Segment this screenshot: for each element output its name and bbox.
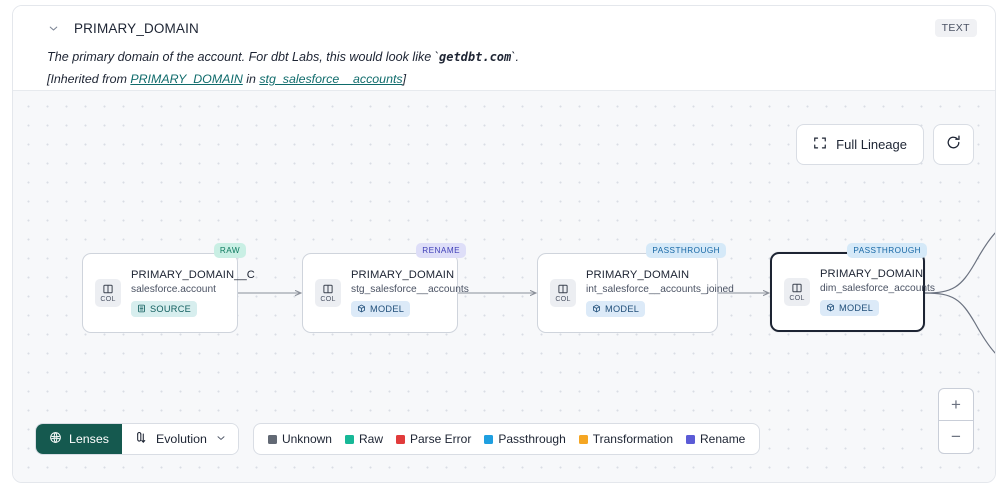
lineage-node-tag: PASSTHROUGH [847, 243, 927, 258]
legend-label: Unknown [281, 432, 332, 446]
column-icon [102, 283, 114, 295]
panel-header: PRIMARY_DOMAIN TEXT The primary domain o… [13, 6, 995, 90]
lineage-node-badge-label: SOURCE [150, 304, 192, 314]
lineage-node-badge-label: MODEL [839, 303, 874, 313]
lineage-node-badge: MODEL [820, 300, 880, 316]
lineage-node[interactable]: RENAME COL PRIMARY_DOMAIN stg_salesforce… [302, 243, 469, 333]
inherited-column-link[interactable]: PRIMARY_DOMAIN [130, 72, 243, 86]
column-icon [322, 283, 334, 295]
zoom-in-button[interactable]: + [939, 389, 973, 421]
legend-item[interactable]: Passthrough [484, 432, 566, 446]
evolution-label: Evolution [155, 432, 207, 446]
legend-label: Transformation [592, 432, 673, 446]
lineage-node-title: PRIMARY_DOMAIN__C [131, 269, 255, 281]
legend-swatch [578, 434, 588, 444]
lineage-node[interactable]: RAW COL PRIMARY_DOMAIN__C salesforce.acc… [82, 243, 255, 333]
legend-swatch [267, 434, 277, 444]
canvas-top-controls: Full Lineage [796, 124, 974, 165]
column-chip: COL [95, 279, 121, 307]
legend-swatch [396, 434, 405, 444]
chevron-down-icon [215, 432, 227, 447]
lineage-canvas[interactable]: Full Lineage RAW [13, 90, 995, 482]
cube-icon [826, 303, 835, 314]
legend-swatch [344, 434, 354, 444]
expand-icon [813, 136, 827, 153]
inherited-model-link[interactable]: stg_salesforce__accounts [259, 72, 403, 86]
legend-swatch [484, 434, 494, 444]
legend-swatch [686, 434, 695, 444]
inherited-from-line: [Inherited from PRIMARY_DOMAIN in stg_sa… [47, 71, 977, 88]
legend-item[interactable]: Transformation [578, 432, 673, 446]
inherited-suffix: ] [402, 72, 407, 86]
zoom-controls: + − [938, 388, 974, 454]
database-icon [137, 304, 146, 315]
lineage-node-subtitle: dim_salesforce_accounts [820, 283, 935, 294]
inherited-prefix: [Inherited from [47, 72, 131, 86]
lenses-group: Lenses Evolution [35, 423, 239, 455]
column-chip-label: COL [100, 296, 116, 303]
lineage-node-subtitle: stg_salesforce__accounts [351, 284, 469, 295]
refresh-button[interactable] [933, 124, 974, 165]
lineage-node-subtitle: salesforce.account [131, 284, 216, 295]
cube-icon [357, 304, 366, 315]
column-type-badge: TEXT [934, 19, 977, 37]
legend-label: Raw [358, 432, 383, 446]
lineage-node-badge-label: MODEL [605, 304, 640, 314]
description-code: getdbt.com [439, 50, 512, 64]
column-icon [557, 283, 569, 295]
column-chip-label: COL [555, 296, 571, 303]
canvas-bottom-toolbar: Lenses Evolution [35, 423, 761, 455]
column-chip-label: COL [320, 296, 336, 303]
lineage-node-title: PRIMARY_DOMAIN [586, 269, 690, 281]
column-chip: COL [784, 278, 810, 306]
lens-icon [49, 431, 62, 447]
lineage-node-tag: RAW [213, 243, 246, 258]
lineage-node-title: PRIMARY_DOMAIN [351, 269, 455, 281]
column-icon [791, 282, 803, 294]
refresh-icon [945, 134, 962, 156]
column-chip-label: COL [789, 295, 805, 302]
lineage-node-title: PRIMARY_DOMAIN [820, 268, 924, 280]
column-chip: COL [550, 279, 576, 307]
legend-item[interactable]: Raw [344, 432, 383, 446]
legend-label: Parse Error [410, 432, 472, 446]
column-description: The primary domain of the account. For d… [47, 48, 977, 66]
lineage-node-badge: MODEL [351, 301, 411, 317]
legend-label: Rename [700, 432, 746, 446]
lineage-legend: Unknown Raw Parse Error Passthrough Transfor… [252, 423, 761, 455]
lineage-node-tag: RENAME [416, 243, 466, 258]
chevron-down-icon[interactable] [45, 20, 61, 36]
page-title: PRIMARY_DOMAIN [74, 20, 199, 36]
column-chip: COL [315, 279, 341, 307]
description-suffix: `. [511, 50, 519, 64]
lineage-node-badge: MODEL [586, 301, 646, 317]
cube-icon [592, 304, 601, 315]
column-lineage-panel: PRIMARY_DOMAIN TEXT The primary domain o… [12, 5, 996, 483]
legend-label: Passthrough [498, 432, 566, 446]
inherited-in-word: in [242, 72, 260, 86]
legend-item[interactable]: Parse Error [396, 432, 471, 446]
lineage-node-badge-label: MODEL [370, 304, 405, 314]
evolution-button[interactable]: Evolution [121, 424, 238, 454]
lineage-node-selected[interactable]: PASSTHROUGH COL PRIMARY_DOMAIN dim_sales… [770, 243, 935, 332]
lenses-button[interactable]: Lenses [36, 424, 122, 454]
full-lineage-label: Full Lineage [836, 137, 907, 152]
lineage-node[interactable]: PASSTHROUGH COL PRIMARY_DOMAIN int_sales… [537, 243, 734, 333]
description-prefix: The primary domain of the account. For d… [47, 50, 439, 64]
evolution-arrows-icon [134, 431, 148, 448]
legend-item[interactable]: Rename [686, 432, 745, 446]
lineage-node-tag: PASSTHROUGH [646, 243, 726, 258]
full-lineage-button[interactable]: Full Lineage [796, 124, 924, 165]
lineage-node-badge: SOURCE [131, 301, 198, 317]
lenses-label: Lenses [69, 432, 109, 446]
lineage-node-subtitle: int_salesforce__accounts_joined [586, 284, 734, 295]
zoom-out-button[interactable]: − [951, 427, 961, 446]
legend-item[interactable]: Unknown [267, 432, 332, 446]
